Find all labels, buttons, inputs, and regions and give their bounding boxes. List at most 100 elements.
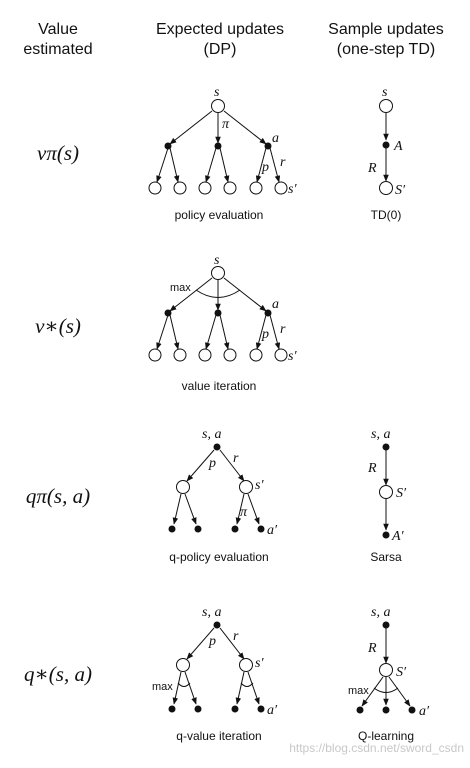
label-p: p: [261, 327, 269, 342]
caption-sarsa: Sarsa: [370, 550, 402, 564]
action-node: [164, 309, 172, 317]
next-state-node: [223, 348, 237, 362]
action-node: [231, 705, 239, 713]
next-state-node: [379, 181, 393, 195]
max-arc: [177, 682, 191, 687]
label-R: R: [367, 641, 377, 656]
label-p: p: [208, 634, 216, 649]
root-state-node: [211, 266, 225, 280]
state-node: [176, 480, 190, 494]
next-state-node: [173, 348, 187, 362]
label-s-prime: s′: [288, 349, 297, 364]
action-node: [408, 706, 416, 714]
header-expected-updates-line1: Expected updates: [156, 21, 284, 38]
label-s-prime: s′: [288, 182, 297, 197]
label-a-prime: a′: [267, 523, 278, 538]
state-node: [239, 480, 253, 494]
header-value-estimated-line1: Value: [38, 21, 78, 38]
dp-tree-value-iteration: s max a p r s′: [148, 253, 297, 364]
label-r: r: [233, 629, 239, 644]
label-p: p: [261, 160, 269, 175]
label-s: s: [382, 85, 388, 100]
action-node: [194, 525, 202, 533]
label-S-prime: S′: [396, 665, 407, 680]
root-action-node: [382, 443, 390, 451]
label-max: max: [170, 282, 191, 294]
label-A-prime: A′: [391, 529, 405, 544]
row-label-v-star: v∗(s): [35, 314, 81, 338]
state-node: [379, 663, 393, 677]
watermark-text: https://blog.csdn.net/sword_csdn: [289, 741, 464, 755]
next-state-node: [223, 181, 237, 195]
caption-policy-evaluation: policy evaluation: [175, 208, 264, 222]
action-node: [264, 309, 272, 317]
label-s-a: s, a: [371, 427, 390, 442]
label-s: s: [214, 85, 220, 100]
action-node: [382, 706, 390, 714]
next-state-node: [249, 181, 263, 195]
label-s-prime: s′: [255, 478, 264, 493]
next-state-node: [274, 181, 288, 195]
label-A: A: [393, 139, 403, 154]
header-expected-updates-line2: (DP): [204, 41, 237, 58]
label-s: s: [214, 253, 220, 268]
label-R: R: [367, 161, 377, 176]
header-sample-updates-line1: Sample updates: [328, 21, 444, 38]
header-sample-updates-line2: (one-step TD): [337, 41, 435, 58]
root-action-node: [213, 621, 221, 629]
label-max: max: [348, 685, 369, 697]
label-a-prime: a′: [419, 704, 430, 719]
caption-q-policy-evaluation: q-policy evaluation: [169, 550, 268, 564]
label-p: p: [208, 456, 216, 471]
label-R: R: [367, 461, 377, 476]
dp-tree-policy-evaluation: s π a p r s′: [148, 85, 297, 197]
action-node: [257, 525, 265, 533]
state-node: [379, 99, 393, 113]
max-arc: [240, 682, 254, 687]
action-node: [356, 706, 364, 714]
action-node: [382, 531, 390, 539]
next-state-node: [173, 181, 187, 195]
action-node: [194, 705, 202, 713]
root-action-node: [213, 443, 221, 451]
action-node: [168, 525, 176, 533]
label-S-prime: S′: [395, 183, 406, 198]
root-state-node: [211, 99, 225, 113]
header-value-estimated-line2: estimated: [23, 41, 92, 58]
action-node: [214, 309, 222, 317]
label-s-a: s, a: [202, 605, 221, 620]
next-state-node: [249, 348, 263, 362]
td-tree-q-learning: s, a R S′ max a′: [348, 605, 430, 719]
root-action-node: [382, 621, 390, 629]
max-arc: [195, 289, 241, 298]
label-S-prime: S′: [396, 486, 407, 501]
label-pi: π: [240, 505, 248, 520]
max-arc: [373, 687, 399, 693]
state-node: [239, 658, 253, 672]
label-pi: π: [222, 117, 230, 132]
label-a-prime: a′: [267, 703, 278, 718]
next-state-node: [198, 348, 212, 362]
label-s-a: s, a: [371, 605, 390, 620]
action-node: [168, 705, 176, 713]
caption-q-value-iteration: q-value iteration: [176, 729, 261, 743]
state-node: [176, 658, 190, 672]
row-label-q-pi: qπ(s, a): [26, 484, 90, 508]
next-state-node: [148, 348, 162, 362]
state-node: [379, 485, 393, 499]
dp-tree-q-policy-evaluation: s, a p r s′ π a′: [168, 427, 278, 538]
td-tree-sarsa: s, a R S′ A′: [367, 427, 407, 544]
dp-tree-q-value-iteration: s, a p r s′ max a′: [152, 605, 278, 718]
action-node: [231, 525, 239, 533]
action-node: [214, 142, 222, 150]
action-node: [257, 705, 265, 713]
label-s-a: s, a: [202, 427, 221, 442]
row-label-v-pi: vπ(s): [37, 141, 79, 165]
next-state-node: [198, 181, 212, 195]
label-s-prime: s′: [255, 656, 264, 671]
label-r: r: [280, 322, 286, 337]
caption-q-learning: Q-learning: [358, 729, 414, 743]
label-max: max: [152, 681, 173, 693]
caption-value-iteration: value iteration: [182, 379, 257, 393]
